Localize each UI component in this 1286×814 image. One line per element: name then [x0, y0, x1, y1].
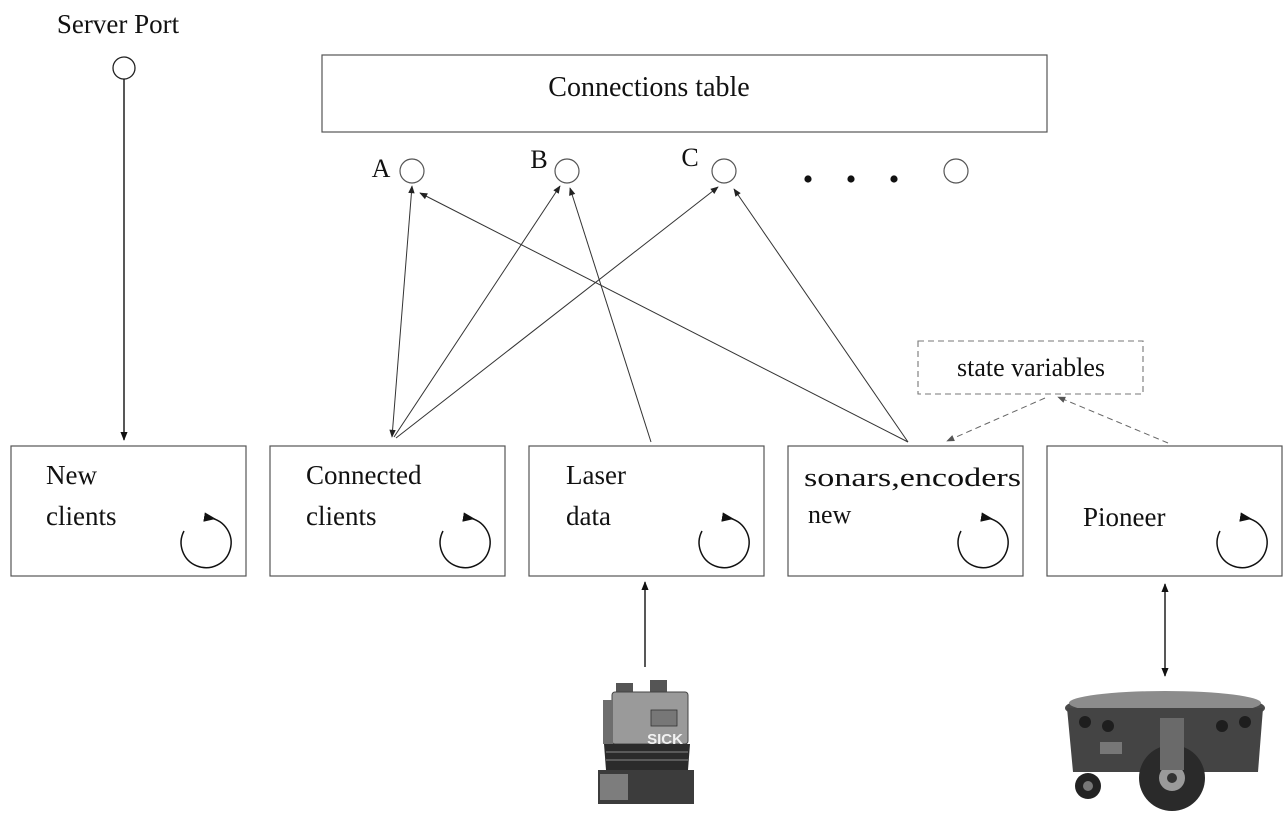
- sonars-encoders-line2: new: [808, 500, 852, 529]
- connections-table-label: Connections table: [548, 72, 749, 103]
- connections-table-box: [321, 54, 1048, 133]
- sonars-encoders-line1: sonars,encoders: [804, 463, 1021, 492]
- pioneer-robot-image: [1065, 691, 1265, 811]
- new-clients-line1: New: [46, 460, 97, 490]
- sick-logo: SICK: [647, 731, 683, 748]
- loop-icon: [439, 512, 491, 569]
- arrow-laser-to-b: [569, 187, 652, 443]
- loop-icon: [1216, 512, 1268, 569]
- sonars-encoders-box: sonars,encoders new: [787, 445, 1024, 577]
- state-variables-label: state variables: [957, 353, 1105, 382]
- laser-data-line2: data: [566, 501, 611, 531]
- pioneer-label: Pioneer: [1083, 502, 1165, 532]
- new-clients-box: New clients: [10, 445, 247, 577]
- state-variables-box: [917, 340, 1144, 395]
- pioneer-box: Pioneer: [1046, 445, 1283, 577]
- port-c-circle: [711, 158, 737, 184]
- laser-data-box: Laser data: [528, 445, 765, 577]
- arrow-connected-to-c: [395, 186, 719, 439]
- connected-clients-line2: clients: [306, 501, 376, 531]
- laser-data-line1: Laser: [566, 460, 626, 490]
- connection-arrows: [389, 185, 909, 443]
- pioneer-to-state-arrow: [1057, 396, 1169, 444]
- server-port-circle: [112, 56, 136, 80]
- connected-clients-box: Connected clients: [269, 445, 506, 577]
- arrow-sonars-to-c: [733, 188, 909, 443]
- loop-icon: [957, 512, 1009, 569]
- loop-icon: [180, 512, 232, 569]
- port-a-label: A: [372, 154, 391, 183]
- port-b-circle: [554, 158, 580, 184]
- new-clients-line2: clients: [46, 501, 116, 531]
- port-c-label: C: [681, 143, 698, 172]
- ellipsis-dots: [804, 175, 898, 183]
- arrow-sonars-to-a: [419, 192, 909, 443]
- state-to-sonars-arrow: [946, 397, 1046, 442]
- server-port-label: Server Port: [57, 9, 180, 39]
- laser-scanner-image: SICK: [598, 680, 694, 804]
- port-b-label: B: [530, 145, 547, 174]
- arrow-connected-to-a: [389, 185, 415, 438]
- arrow-connected-to-b: [393, 185, 561, 438]
- connected-clients-line1: Connected: [306, 460, 422, 490]
- loop-icon: [698, 512, 750, 569]
- port-a-circle: [399, 158, 425, 184]
- port-extra-circle: [943, 158, 969, 184]
